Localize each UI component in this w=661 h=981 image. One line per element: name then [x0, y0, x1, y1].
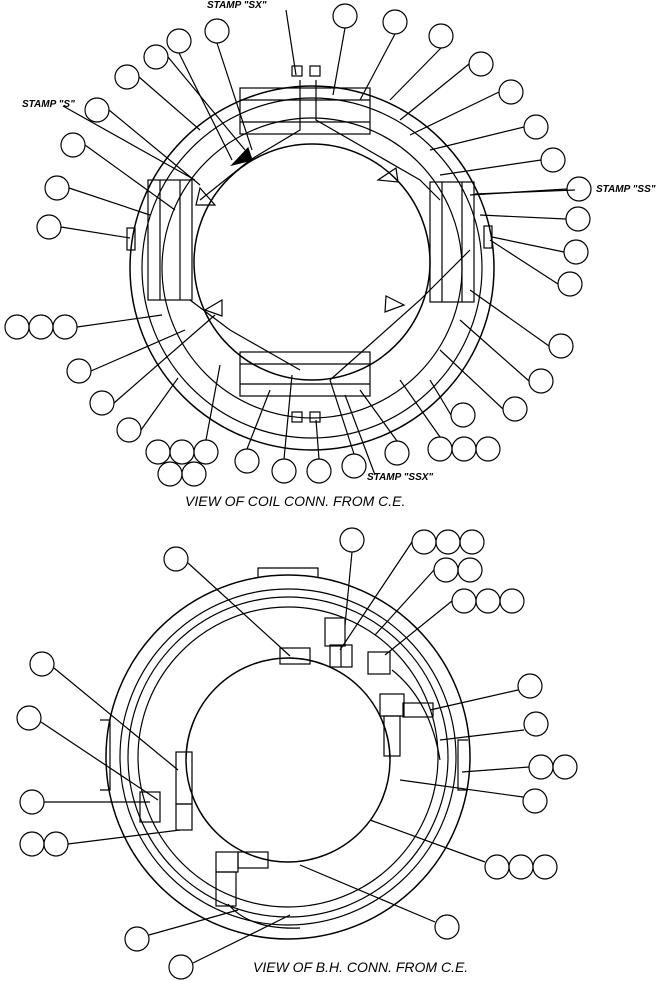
bore-circle: [193, 143, 431, 381]
stamp-s-label: STAMP "S": [22, 99, 75, 110]
coil-view-caption: VIEW OF COIL CONN. FROM C.E.: [185, 493, 406, 509]
stamp-sx-label: STAMP "SX": [207, 0, 267, 11]
bottom-callouts: [16, 527, 578, 980]
stamp-ssx-label: STAMP "SSX": [367, 472, 434, 483]
top-callouts: [4, 3, 592, 487]
left-bracket: [175, 751, 193, 805]
lower-coil-block: [239, 351, 371, 397]
mid-ring: [161, 117, 463, 419]
bh-ring-4: [137, 606, 439, 908]
bottom-bracket: [215, 851, 239, 873]
stamp-ss-label: STAMP "SS": [596, 184, 656, 195]
bh-connection-view: [100, 567, 471, 940]
bh-ring-3: [127, 596, 449, 918]
top-bracket: [279, 647, 311, 665]
bh-bore: [185, 657, 391, 863]
bh-outer-ring: [105, 574, 471, 940]
outer-ring-outer-edge: [129, 85, 495, 451]
outer-ring-inner-edge: [141, 97, 483, 439]
upper-coil-block: [239, 87, 371, 135]
bh-view-caption: VIEW OF B.H. CONN. FROM C.E.: [253, 959, 469, 975]
right-coil-block: [429, 181, 475, 303]
left-coil-block: [147, 179, 193, 301]
bh-ring-2: [119, 588, 457, 926]
coil-connection-view: [126, 65, 495, 451]
